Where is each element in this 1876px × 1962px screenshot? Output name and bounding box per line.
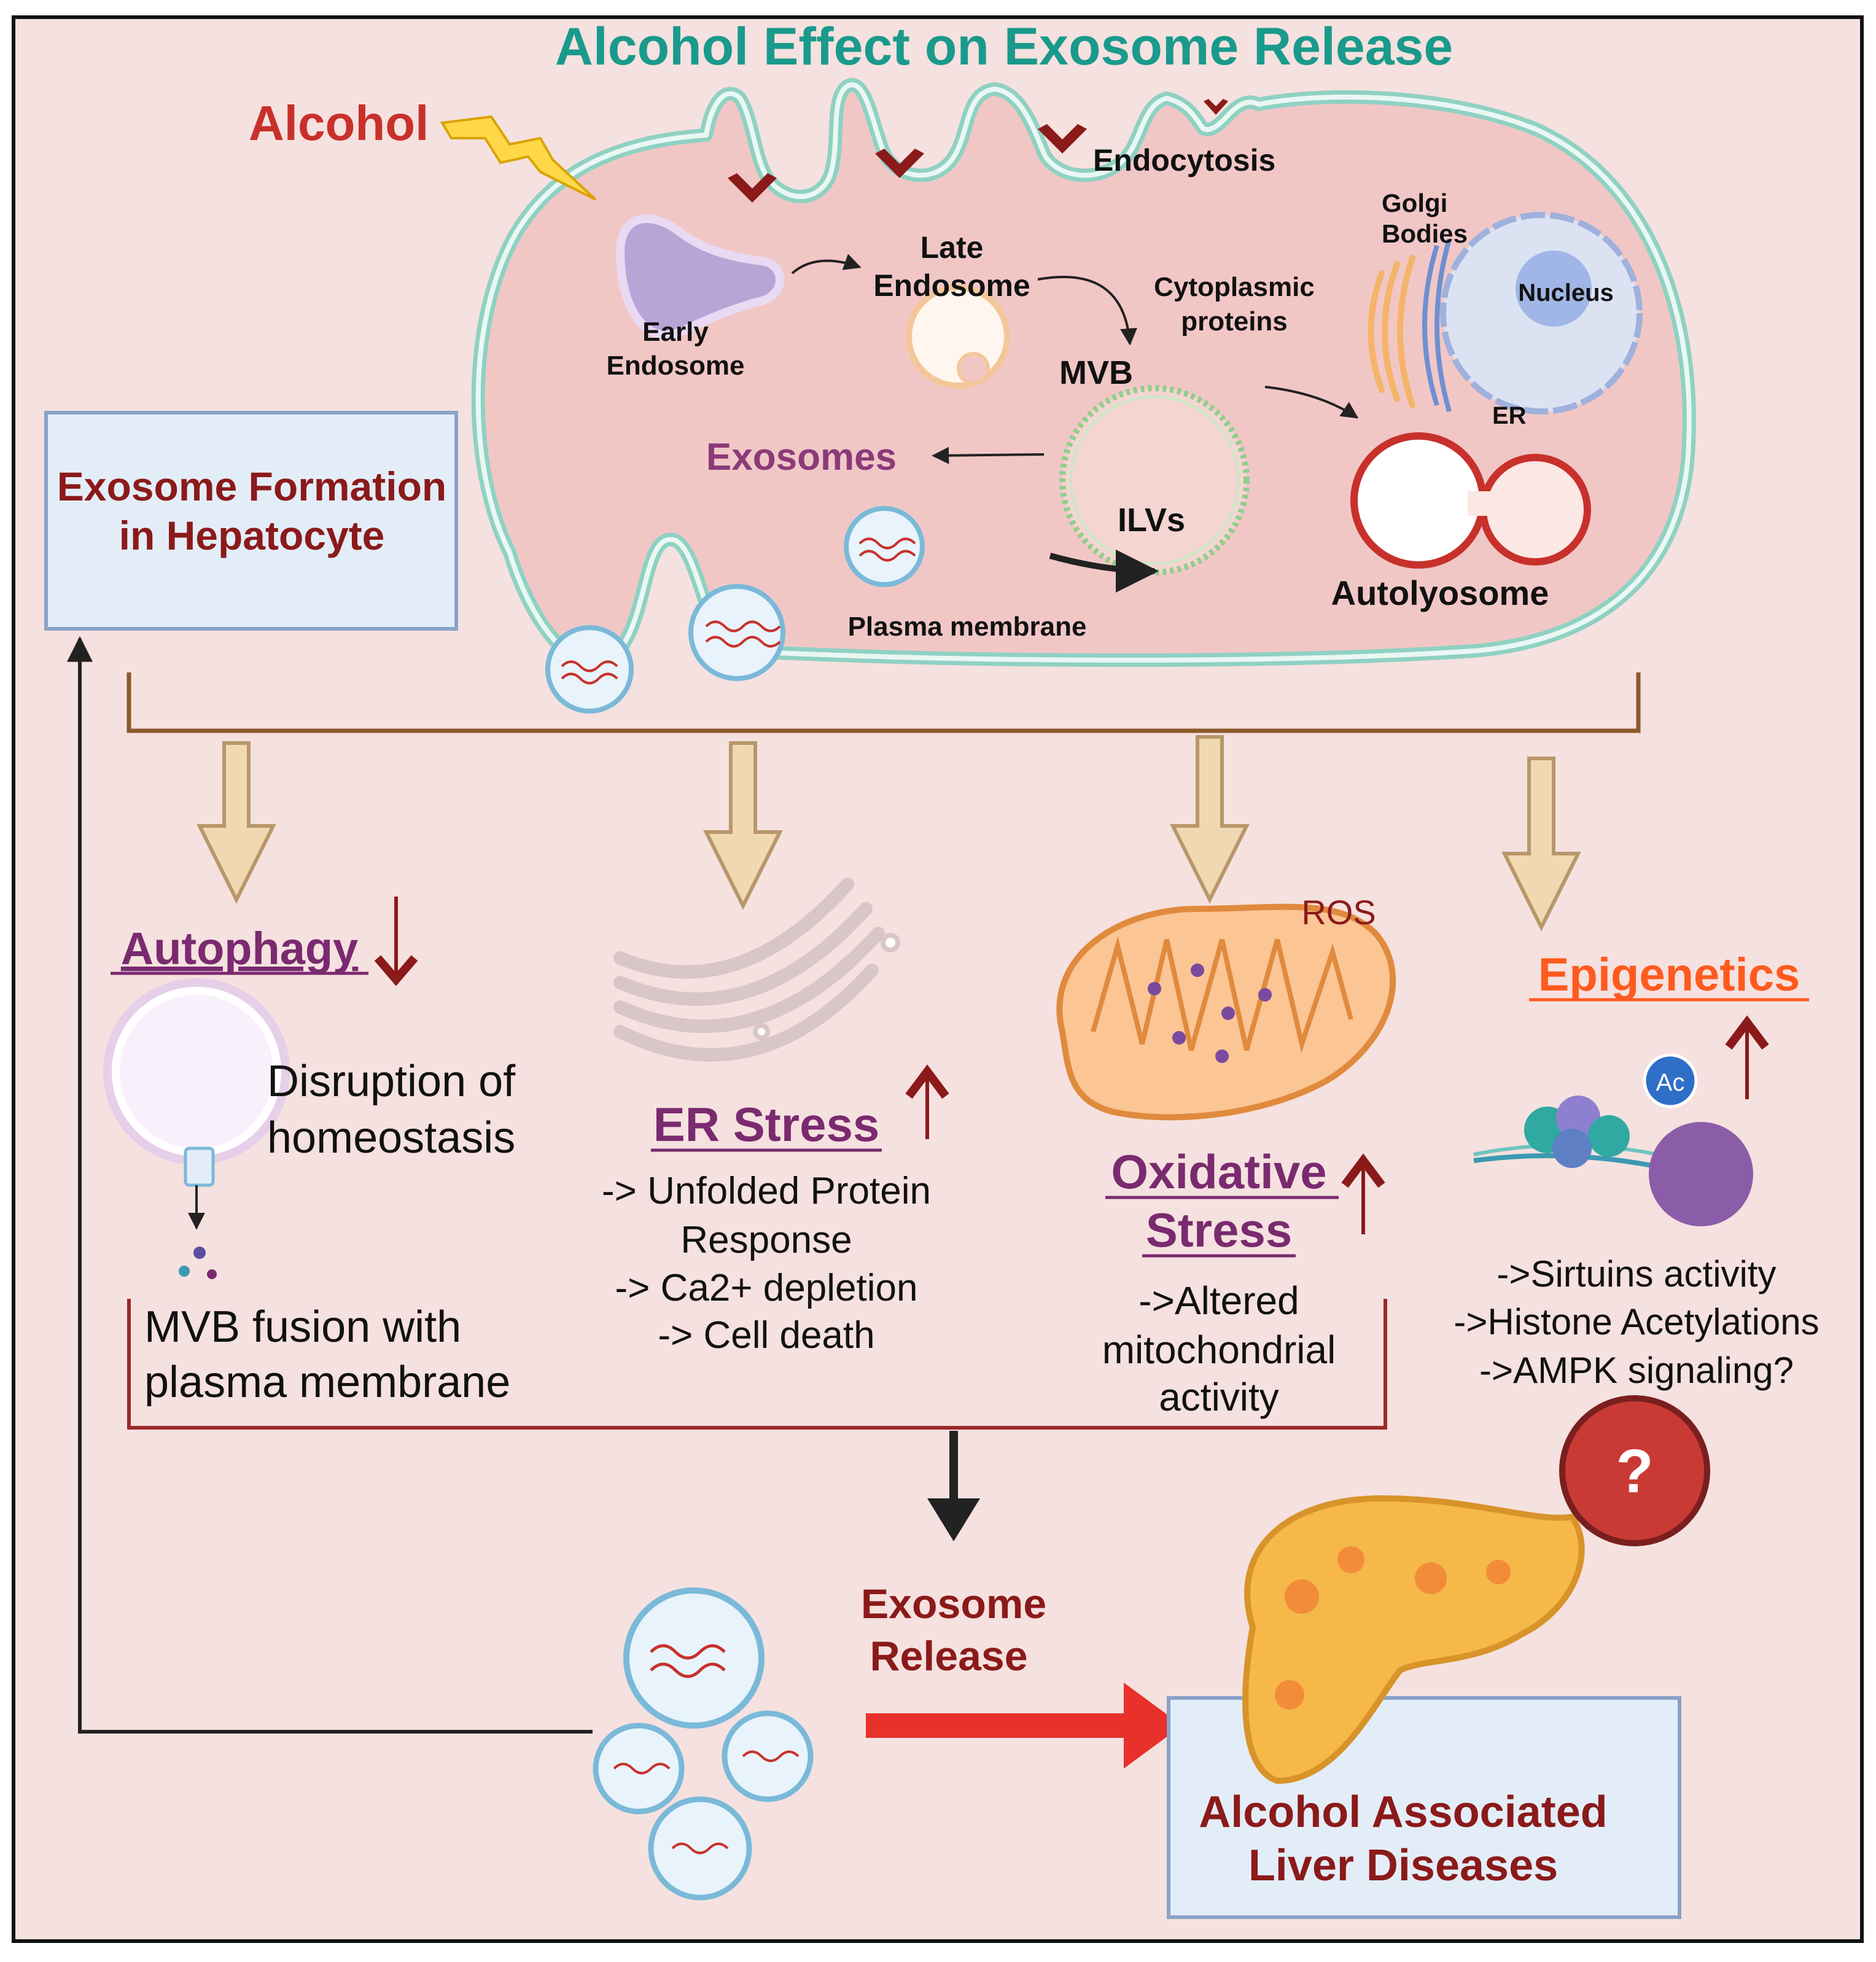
acetyl-label: Ac [1656,1069,1685,1096]
golgi-label: Golgi [1382,189,1447,217]
late-endosome-icon [906,284,1010,389]
mvb-icon [1059,385,1250,575]
late-endosome-label: Late [920,230,984,265]
arrow-to-epigenetics [1501,757,1581,932]
released-exosomes [593,1587,814,1901]
er-stress-title: ER Stress [653,1097,880,1151]
mvb-label: MVB [1059,354,1133,391]
disease-label-2: Liver Diseases [1248,1841,1558,1890]
early-endosome-icon [615,214,784,340]
autolyosome-icon [1350,432,1591,569]
mvb-fusion-label: MVB fusion with [144,1302,461,1352]
liver-icon [1242,1495,1585,1785]
red-arrow-shaft [866,1713,1130,1738]
plasma-membrane-label: Plasma membrane [848,612,1087,642]
er-label: ER [1492,402,1527,429]
ros-label: ROS [1301,893,1376,932]
hepatocyte-cell [440,78,1696,714]
autophagy-title: Autophagy [121,923,358,974]
mitochondrion-icon [1056,903,1396,1121]
oxidative-stress-title-2: Stress [1146,1203,1293,1257]
exosome-icon [688,584,785,681]
alcohol-lightning-icon [440,115,597,201]
exosome-formation-label-2: in Hepatocyte [119,513,385,558]
exosome-release-label-2: Release [870,1633,1027,1680]
endocytosis-label: Endocytosis [1093,143,1275,177]
alcohol-label: Alcohol [249,96,429,150]
feedback-arrow [67,636,593,1734]
cell-pathway-arrows [791,254,1359,593]
epigenetics-line1: ->Sirtuins activity [1497,1253,1776,1294]
autophagosome-icon [103,978,290,1279]
ilvs-label: ILVs [1118,502,1185,539]
exosome-formation-box [44,411,458,631]
golgi-label-2: Bodies [1382,219,1468,248]
early-endosome-label-2: Endosome [607,351,745,381]
epigenetics-line2: ->Histone Acetylations [1454,1301,1819,1342]
question-mark: ? [1616,1437,1653,1506]
epigenetics-title: Epigenetics [1538,949,1800,1001]
oxidative-stress-title: Oxidative [1111,1145,1326,1199]
exosomes-label: Exosomes [706,436,897,478]
figure-title: Alcohol Effect on Exosome Release [555,17,1453,76]
effect-arrows [197,735,1581,932]
er-stress-golgi-icon [613,878,900,1062]
exosome-release-label: Exosome [861,1581,1046,1627]
red-arrow-head [1124,1683,1182,1769]
unknown-question-icon [1559,1395,1710,1546]
exosome-icon [844,506,925,587]
exosome-icon [545,625,634,714]
nucleus-label: Nucleus [1518,279,1614,306]
oxidative-line3: activity [1159,1375,1279,1419]
autophagy-desc-2: homeostasis [267,1113,515,1162]
late-endosome-label-2: Endosome [873,268,1030,303]
endocytosis-vesicles [728,99,1228,203]
exosome-formation-label: Exosome Formation [57,464,446,509]
arrow-to-oxidative-stress [1170,735,1250,904]
er-stress-line2: Response [680,1219,852,1261]
oxidative-line1: ->Altered [1138,1279,1299,1323]
er-icon [1422,238,1452,413]
arrow-to-autophagy [197,741,276,904]
disease-label: Alcohol Associated [1199,1788,1607,1837]
autolyosome-label: Autolyosome [1331,574,1549,612]
mvb-fusion-label-2: plasma membrane [144,1358,510,1407]
early-endosome-label: Early [642,317,709,347]
cytoplasmic-proteins-label: Cytoplasmic [1154,272,1315,302]
er-stress-line4: -> Cell death [658,1314,874,1357]
autophagy-desc: Disruption of [267,1057,516,1106]
epigenetics-line3: ->AMPK signaling? [1479,1350,1794,1391]
cytoplasmic-proteins-label-2: proteins [1181,306,1288,337]
effects-bracket [127,1299,1387,1430]
er-stress-line3: -> Ca2+ depletion [615,1267,918,1309]
er-stress-line1: -> Unfolded Protein [602,1170,931,1212]
nucleus-icon [1440,212,1643,415]
cell-bracket [126,672,1641,733]
oxidative-line2: mitochondrial [1102,1328,1336,1372]
trend-arrows [374,897,1769,1234]
golgi-icon [1368,255,1415,408]
arrow-to-er-stress [703,741,783,910]
histone-acetylation-icon [1473,1053,1753,1226]
